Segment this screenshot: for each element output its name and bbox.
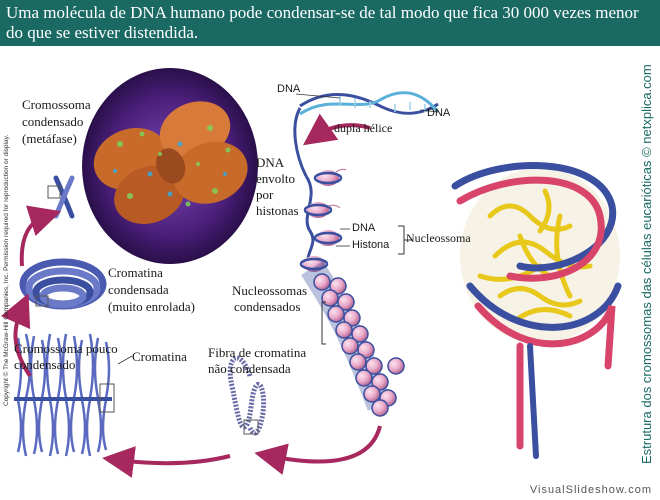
label-nuc-dna: DNA (352, 222, 376, 234)
diagram-stage: DNA DNA dupla hélice DNA envolto por his… (0, 46, 660, 500)
nucleosome-3d-structure (451, 162, 622, 459)
label-cromatina: Cromatina (132, 349, 187, 364)
label-cromossoma-condensado-1: Cromossoma (22, 97, 91, 112)
label-cromatina-condensada-3: (muito enrolada) (108, 299, 195, 314)
side-caption-vertical: Estrutura dos cromossomas das células eu… (639, 64, 655, 464)
label-dna-envolto-4: histonas (256, 203, 299, 218)
label-cromossoma-pouco-2: condensado (14, 357, 76, 372)
chromosome-micrograph (82, 68, 258, 264)
label-dna-envolto-1: DNA (256, 155, 285, 170)
label-nucleossomas-1: Nucleossomas (232, 283, 308, 298)
beads-on-string (299, 168, 347, 272)
label-dna-envolto-2: envolto (256, 171, 295, 186)
label-fibra-1: Fibra de cromatina (208, 345, 307, 360)
label-cromatina-condensada-1: Cromatina (108, 265, 163, 280)
footer-watermark: VisualSlideshow.com (529, 484, 652, 496)
label-cromossoma-condensado-3: (metáfase) (22, 131, 77, 146)
coil-zoom-box (35, 295, 49, 307)
label-nucleossomas-2: condensados (234, 299, 301, 314)
label-dna-envolto-3: por (256, 187, 274, 202)
cycle-arrows (0, 113, 382, 478)
side-caption-text: Estrutura dos cromossomas das células eu… (639, 64, 654, 464)
label-dupla-helice: dupla hélice (334, 121, 393, 135)
label-dna-right: DNA (427, 107, 451, 119)
label-nuc-histona: Histona (352, 239, 390, 251)
label-cromatina-condensada-2: condensada (108, 282, 169, 297)
label-cromossoma-pouco-1: Cromossoma pouco (14, 341, 118, 356)
chromatin-diagram (0, 68, 622, 478)
dna-double-helix (293, 91, 440, 177)
copyright-vertical: Copyright © The McGraw-Hill Companies, I… (3, 94, 12, 406)
small-chromosome-icon (47, 175, 75, 219)
condensed-bracket (321, 301, 326, 345)
fiber-zoom-box (243, 419, 259, 435)
condensed-nucleosomes (301, 260, 405, 417)
loose-chromosome (14, 333, 112, 457)
label-nucleossoma: Nucleossoma (406, 231, 471, 245)
nucleosome-bracket (398, 225, 405, 255)
label-dna-top: DNA (277, 83, 301, 95)
label-fibra-2: não condensada (208, 361, 291, 376)
label-cromossoma-condensado-2: condensado (22, 114, 84, 129)
copyright-text: Copyright © The McGraw-Hill Companies, I… (3, 134, 10, 406)
header-text: Uma molécula de DNA humano pode condensa… (6, 3, 639, 42)
loose-zoom-box (99, 383, 115, 413)
chromatin-fiber (227, 355, 267, 436)
condensed-chromatin-coil (19, 258, 107, 310)
slide-header: Uma molécula de DNA humano pode condensa… (0, 0, 660, 46)
